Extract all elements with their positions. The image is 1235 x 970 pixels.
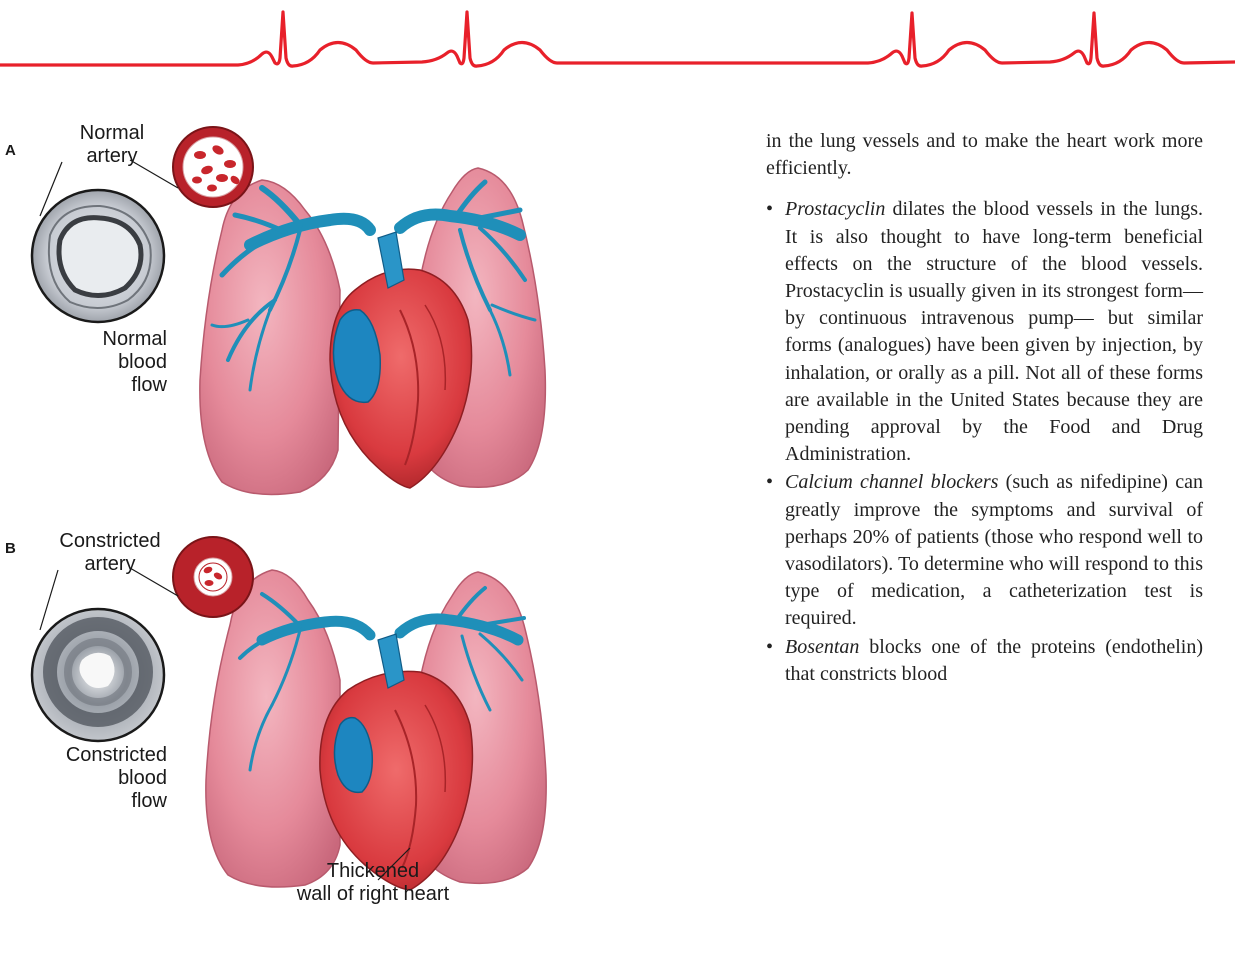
panel-a-letter: A (5, 142, 16, 159)
normal-artery-label: Normal artery (52, 122, 172, 168)
body-text-column: in the lung vessels and to make the hear… (766, 128, 1203, 689)
normal-artery-section-icon (173, 127, 253, 207)
list-item: Calcium channel blockers (such as nifedi… (766, 469, 1203, 632)
treatment-bullet-list: Prostacyclin dilates the blood vessels i… (766, 196, 1203, 688)
intro-paragraph: in the lung vessels and to make the hear… (766, 128, 1203, 182)
figure-panel-b: B Constricted artery Constricted blood f… (0, 530, 630, 970)
thickened-heart-wall-label: Thickened wall of right heart (273, 860, 473, 906)
panel-b-letter: B (5, 540, 16, 557)
bullet-term: Calcium channel blockers (785, 471, 998, 493)
bullet-body: dilates the blood vessels in the lungs. … (785, 198, 1203, 465)
constricted-vessel-micrograph-icon (32, 609, 164, 741)
bullet-term: Prostacyclin (785, 198, 885, 220)
ecg-header-line (0, 0, 1235, 80)
bullet-term: Bosentan (785, 636, 859, 658)
normal-blood-flow-label: Normal blood flow (52, 328, 167, 397)
bullet-body: (such as nifedipine) can greatly improve… (785, 471, 1203, 629)
constricted-artery-section-icon (173, 537, 253, 617)
figure-panel-a: A Normal artery Normal blood flow (0, 120, 630, 560)
normal-vessel-micrograph-icon (32, 190, 164, 322)
list-item: Bosentan blocks one of the proteins (end… (766, 634, 1203, 688)
constricted-blood-flow-label: Constricted blood flow (30, 744, 167, 813)
list-item: Prostacyclin dilates the blood vessels i… (766, 196, 1203, 468)
constricted-artery-label: Constricted artery (40, 530, 180, 576)
